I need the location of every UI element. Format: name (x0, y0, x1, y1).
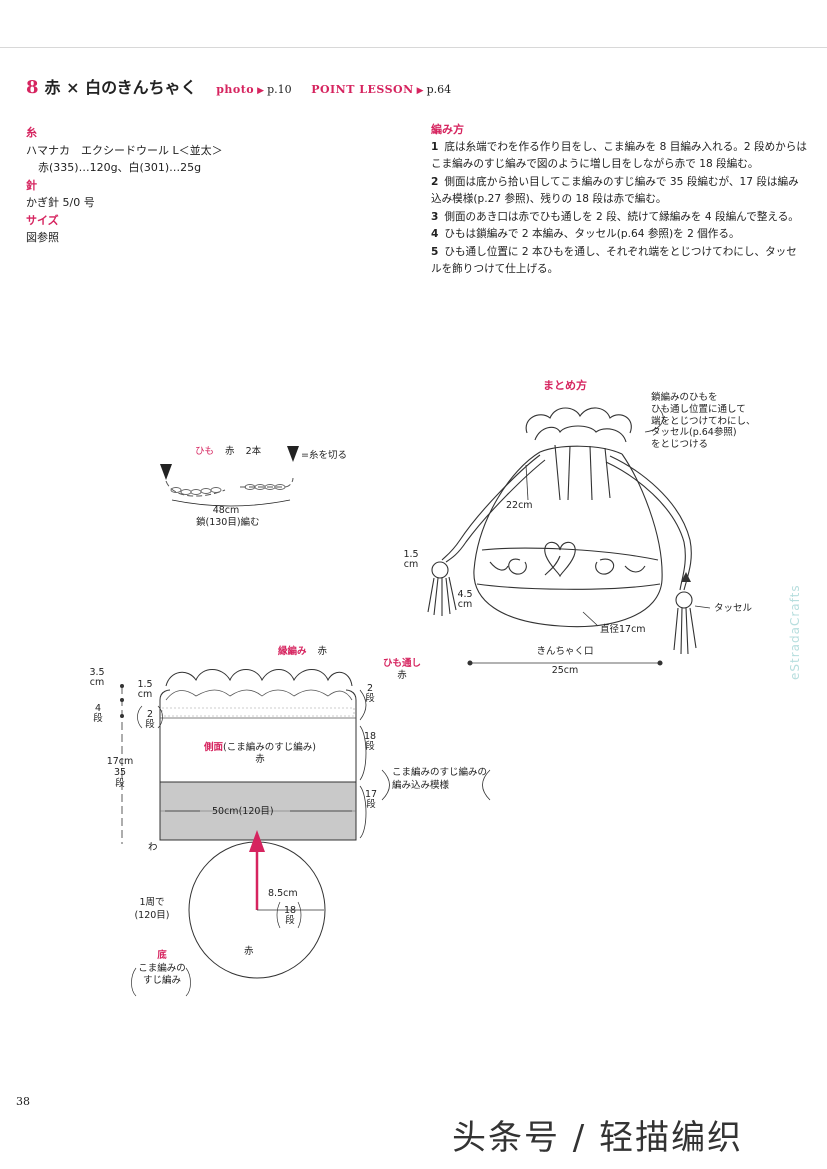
yarn-amount: 赤(335)…120g、白(301)…25g (38, 161, 202, 174)
body-width: 50cm(120目) (212, 806, 274, 817)
photo-page: p.10 (267, 83, 292, 96)
pickup-arrow-icon (249, 830, 265, 852)
yarn-line: ハマナカ エクシードウール L＜並太＞ (26, 143, 223, 157)
yarn-heading: 糸 (26, 126, 37, 139)
pattern-title: 赤 × 白のきんちゃく (44, 78, 197, 97)
triangle-icon: ▶ (416, 86, 424, 96)
finished-bag-illustration (427, 407, 711, 666)
top-rule (0, 47, 827, 48)
mouth-label: きんちゃく口 (536, 646, 594, 657)
base-chart (131, 830, 326, 997)
needle-line: かぎ針 5/0 号 (26, 196, 95, 209)
cord-count: 2本 (245, 446, 262, 457)
cord-pass-label: ひも通し赤 (382, 658, 421, 681)
ring-label: わ (148, 842, 158, 853)
size-line: 図参照 (26, 231, 59, 244)
pattern-label: こま編みのすじ編みの編み込み模様 (392, 767, 488, 791)
finish-note: 鎖編みのひもをひも通し位置に通して 端をとじつけてわにし、タッセル(p.64参照… (651, 392, 756, 451)
photo-label: photo (216, 83, 255, 96)
bag-height: 22cm (506, 500, 533, 511)
base-round: 1周で(120目) (134, 897, 170, 921)
lesson-label: POINT LESSON (311, 83, 414, 96)
cord-label-line: ひも 赤 2本 (195, 446, 261, 458)
brand-watermark: 头条号 / 轻描编织 (452, 1118, 744, 1158)
edge-label-line: 縁編み 赤 (278, 646, 328, 657)
size-heading: サイズ (26, 213, 59, 227)
bottom-diameter: 直径17cm (600, 624, 646, 635)
tassel-arrow-icon (681, 572, 691, 582)
instructions-heading: 編み方 (431, 123, 464, 136)
mouth-width: 25cm (551, 665, 579, 676)
watermark: eStradaCrafts (788, 584, 802, 680)
triangle-icon: ▶ (257, 86, 265, 96)
cut-yarn-legend-icon (287, 446, 299, 462)
side-label: 側面(こま編みのすじ編み) 赤 (204, 742, 316, 765)
base-label: 底 こま編みのすじ編み (138, 950, 186, 986)
tassel-label: タッセル (714, 603, 753, 614)
body-chart (120, 669, 491, 844)
base-color: 赤 (244, 946, 254, 957)
cord-diagram (160, 446, 299, 507)
cut-yarn-icon (160, 464, 172, 480)
lesson-page: p.64 (426, 83, 452, 96)
needle-heading: 針 (26, 178, 37, 192)
cord-color: 赤 (225, 446, 235, 457)
materials-block: 糸 ハマナカ エクシードウール L＜並太＞ 赤(335)…120g、白(301)… (26, 124, 223, 247)
cut-legend: =糸を切る (301, 450, 347, 461)
pattern-number: 8 (26, 77, 39, 98)
finish-heading: まとめ方 (543, 379, 587, 392)
cord-label: ひも (195, 446, 215, 457)
base-radius: 8.5cm (268, 888, 298, 899)
page-number: 38 (16, 1095, 30, 1108)
